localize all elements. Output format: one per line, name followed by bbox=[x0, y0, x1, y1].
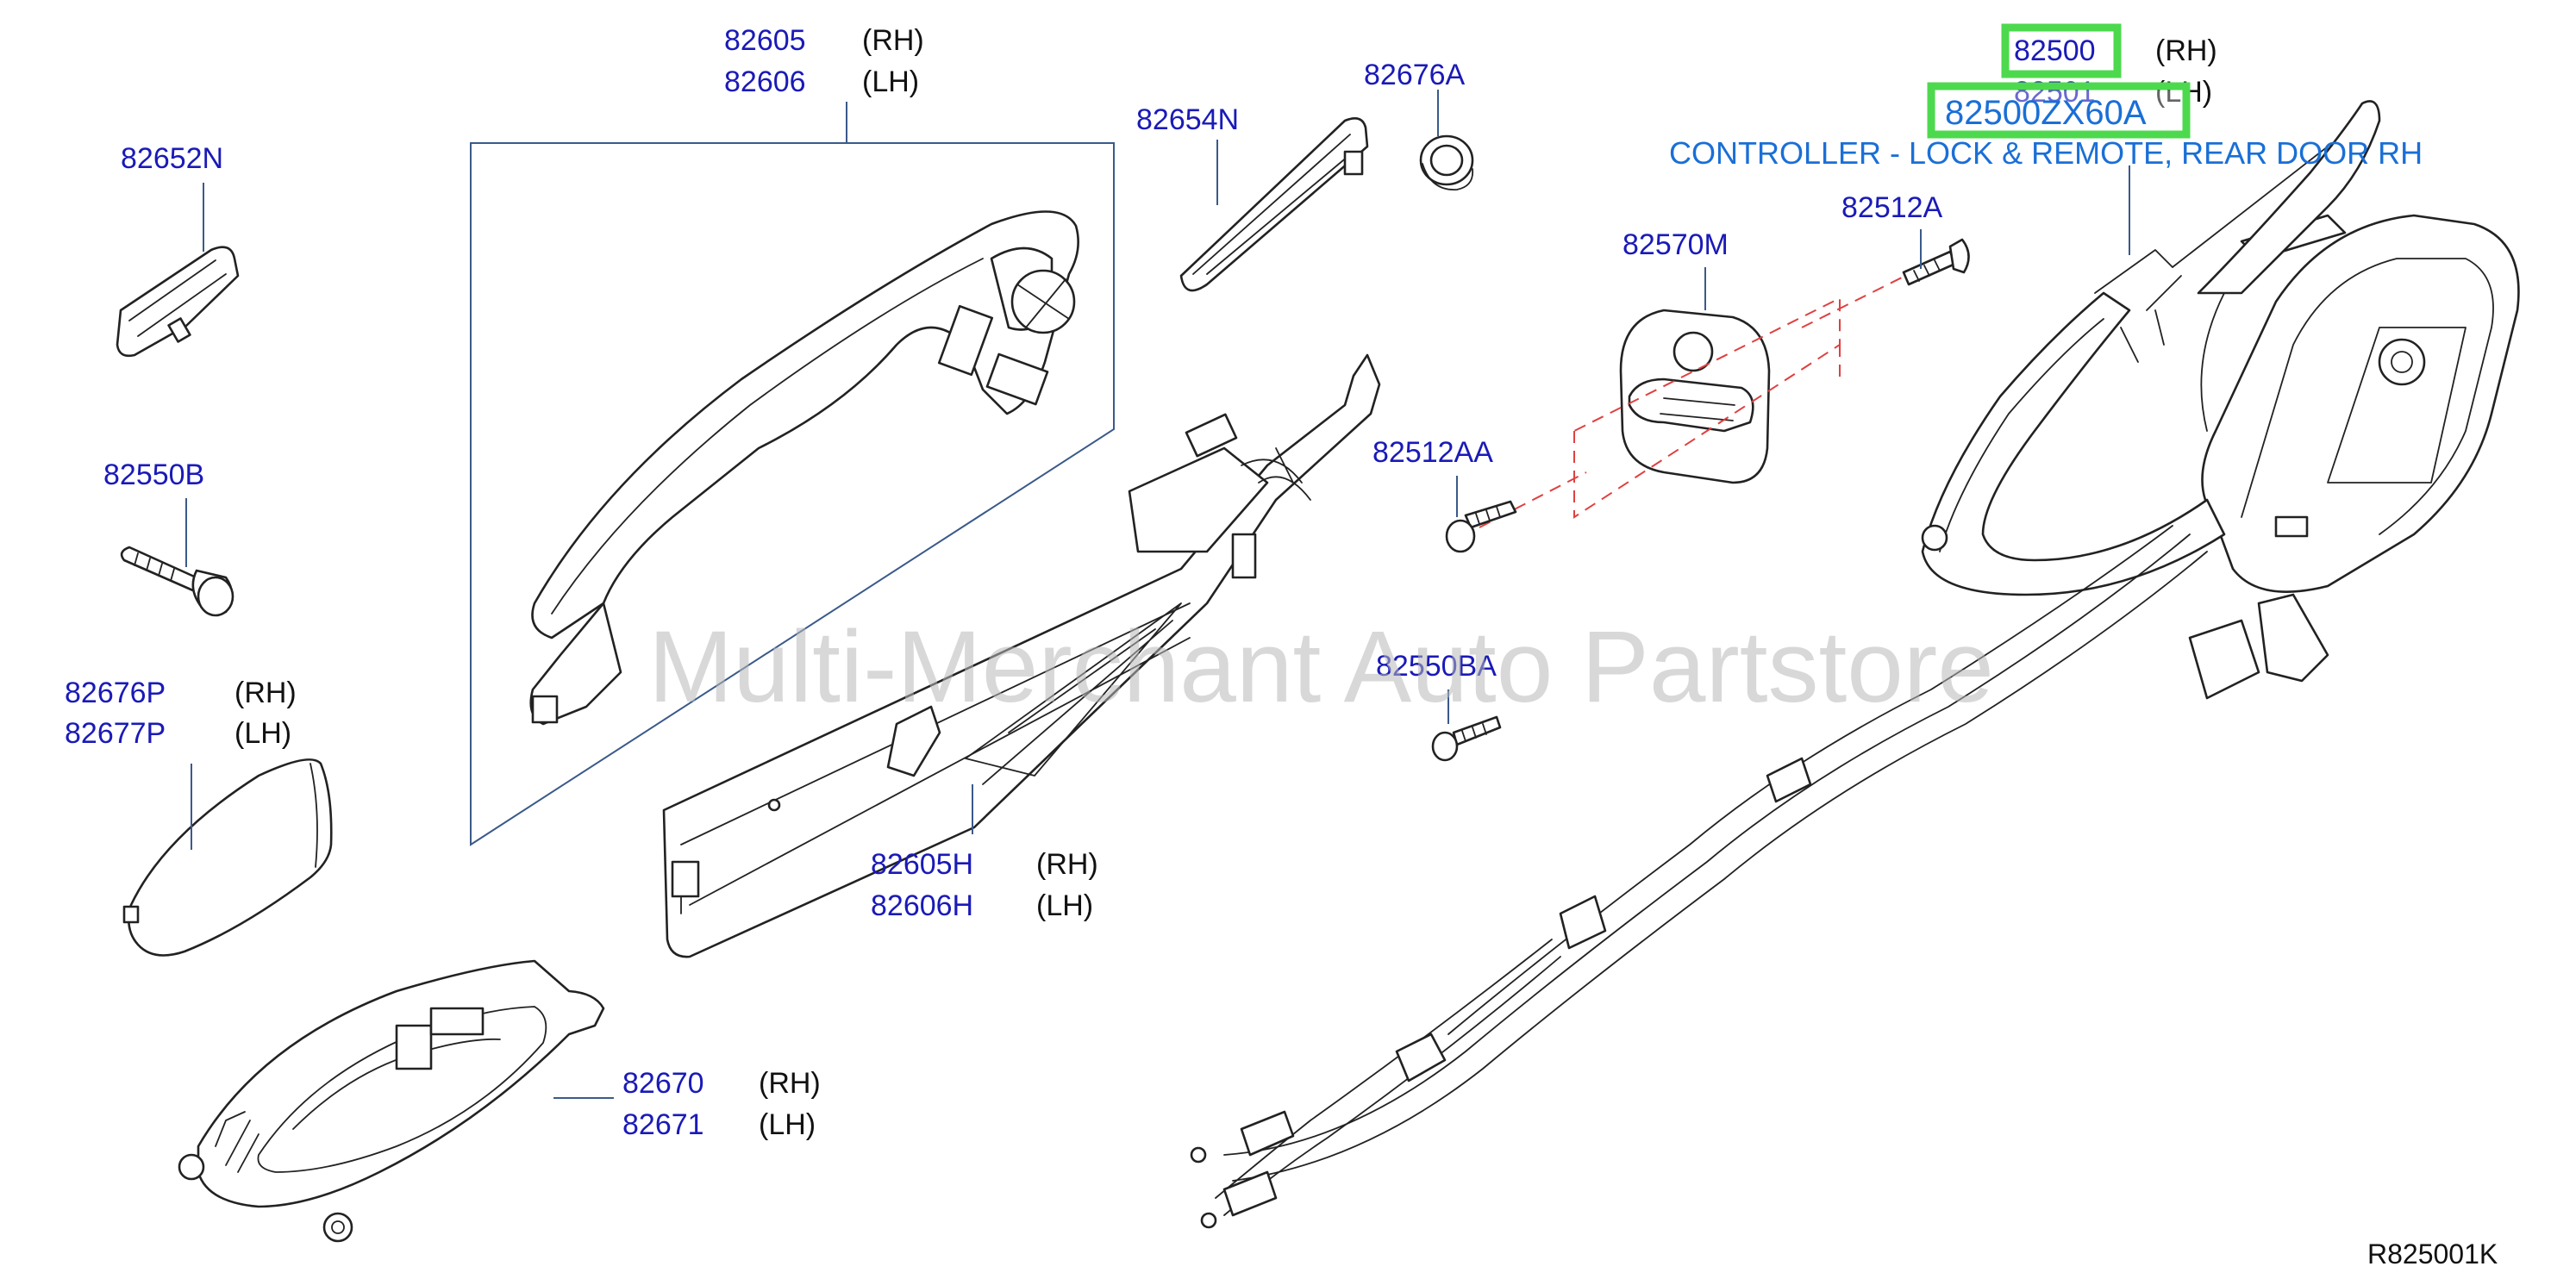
part-number-82512A[interactable]: 82512A bbox=[1841, 191, 1943, 224]
part-82670-inside-handle[interactable] bbox=[178, 959, 605, 1243]
part-number-82671[interactable]: 82671 bbox=[622, 1108, 704, 1141]
part-82500-cables bbox=[1190, 525, 2208, 1229]
part-82500-rod-cable[interactable] bbox=[1921, 100, 2381, 596]
part-number-82606H[interactable]: 82606H bbox=[871, 889, 973, 922]
part-number-82605[interactable]: 82605 bbox=[724, 24, 806, 57]
part-82500-lock-actuator[interactable] bbox=[2188, 214, 2520, 700]
side-82677P: (LH) bbox=[234, 717, 291, 750]
reference-code: R825001K bbox=[2367, 1238, 2498, 1270]
part-number-82606[interactable]: 82606 bbox=[724, 66, 806, 98]
side-82676P: (RH) bbox=[234, 677, 297, 709]
part-number-82500[interactable]: 82500 bbox=[2014, 34, 2096, 67]
part-number-82501[interactable]: 82501 bbox=[2014, 76, 2096, 109]
watermark: Multi-Merchant Auto Partstore bbox=[648, 610, 1994, 724]
part-82550B-bolt[interactable] bbox=[120, 546, 234, 617]
part-82652N-bracket[interactable] bbox=[116, 246, 240, 358]
side-82605: (RH) bbox=[862, 24, 924, 57]
part-82512AA-screw[interactable] bbox=[1445, 500, 1517, 553]
part-number-82512AA[interactable]: 82512AA bbox=[1372, 436, 1493, 469]
part-82605-outside-handle[interactable] bbox=[529, 210, 1079, 726]
part-82676P-escutcheon[interactable] bbox=[122, 758, 333, 957]
side-82500: (RH) bbox=[2155, 34, 2217, 67]
part-82605H-bracket[interactable] bbox=[662, 353, 1381, 958]
part-number-82676P[interactable]: 82676P bbox=[65, 677, 166, 709]
highlight-part-number[interactable]: 82500ZX60A bbox=[1945, 94, 2147, 132]
part-82570M-striker[interactable] bbox=[1619, 309, 1771, 484]
side-82605H: (RH) bbox=[1036, 848, 1098, 881]
side-82671: (LH) bbox=[759, 1108, 816, 1141]
highlight-description: CONTROLLER - LOCK & REMOTE, REAR DOOR RH bbox=[1669, 135, 2423, 171]
part-number-82550B[interactable]: 82550B bbox=[103, 459, 204, 491]
part-number-82605H[interactable]: 82605H bbox=[871, 848, 973, 881]
part-number-82652N[interactable]: 82652N bbox=[121, 142, 223, 175]
highlight-box-82500 bbox=[2001, 23, 2122, 78]
side-82606H: (LH) bbox=[1036, 889, 1093, 922]
part-82654N-grip-cover[interactable] bbox=[1179, 117, 1369, 292]
part-number-82654N[interactable]: 82654N bbox=[1136, 103, 1239, 136]
part-number-82570M[interactable]: 82570M bbox=[1623, 228, 1729, 261]
side-82606: (LH) bbox=[862, 66, 919, 98]
part-number-82677P[interactable]: 82677P bbox=[65, 717, 166, 750]
part-number-82676A[interactable]: 82676A bbox=[1364, 59, 1466, 91]
frame-82605 bbox=[470, 142, 1115, 846]
highlight-box-82500ZX60A bbox=[1927, 82, 2191, 139]
part-number-82670[interactable]: 82670 bbox=[622, 1067, 704, 1100]
part-number-82550BA[interactable]: 82550BA bbox=[1376, 650, 1497, 683]
part-82550BA-screw[interactable] bbox=[1431, 715, 1502, 762]
part-82676A-grommet[interactable] bbox=[1419, 134, 1474, 190]
side-82670: (RH) bbox=[759, 1067, 821, 1100]
highlight-box-82500ZX60A-fill bbox=[1935, 90, 2182, 130]
part-82512A-screw[interactable] bbox=[1902, 238, 1970, 286]
